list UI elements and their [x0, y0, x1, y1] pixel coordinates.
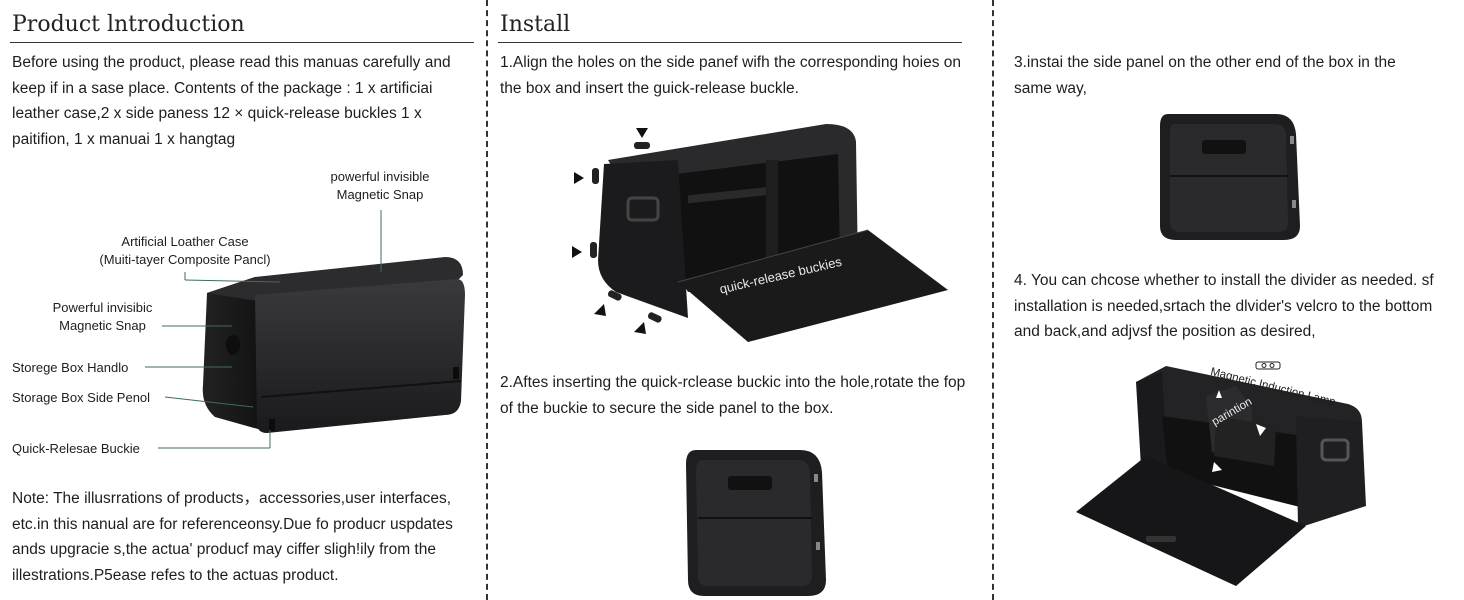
label-leather-case: Artificial Loather Case (Muiti-tayer Com… — [99, 234, 271, 267]
storage-box-illustration — [195, 255, 475, 455]
label-side-panel: Storage Box Side Penol — [12, 390, 151, 405]
label-magnetic-snap-side: Powerful invisibic Magnetic Snap — [52, 300, 153, 333]
open-box-illustration — [568, 120, 968, 350]
install-step-2: 2.Aftes inserting the quick-rclease buck… — [500, 374, 966, 417]
label-handle: Storege Box Handlo — [12, 360, 129, 375]
column-divider-right — [992, 0, 994, 600]
install-step-3: 3.instai the side panel on the other end… — [1014, 54, 1396, 97]
leader-lines — [145, 210, 382, 449]
title-rule — [498, 42, 962, 43]
install-steps-continued: 3.instai the side panel on the other end… — [996, 0, 1464, 600]
label-magnetic-snap-top: powerful invisible Magnetic Snap — [330, 169, 430, 202]
title-rule — [10, 42, 474, 43]
box-with-divider-illustration — [1076, 356, 1376, 586]
column-divider-left — [486, 0, 488, 600]
side-panel-illustration-2 — [1156, 110, 1304, 244]
install-step-4: 4. You can chcose whether to install the… — [1014, 272, 1434, 340]
install-step-1: 1.Align the holes on the side panef wifh… — [500, 54, 962, 97]
note-paragraph: Note: The illusrrations of products，acce… — [12, 490, 453, 584]
section-title: Install — [500, 12, 571, 37]
intro-paragraph: Before using the product, please read th… — [12, 54, 451, 148]
side-panel-illustration — [682, 446, 830, 600]
label-buckle: Quick-Relesae Buckie — [12, 441, 140, 456]
section-title: Product lntroduction — [12, 12, 245, 37]
install-section: Install 1.Align the holes on the side pa… — [490, 0, 990, 600]
product-introduction-section: Product lntroduction Before using the pr… — [0, 0, 484, 600]
